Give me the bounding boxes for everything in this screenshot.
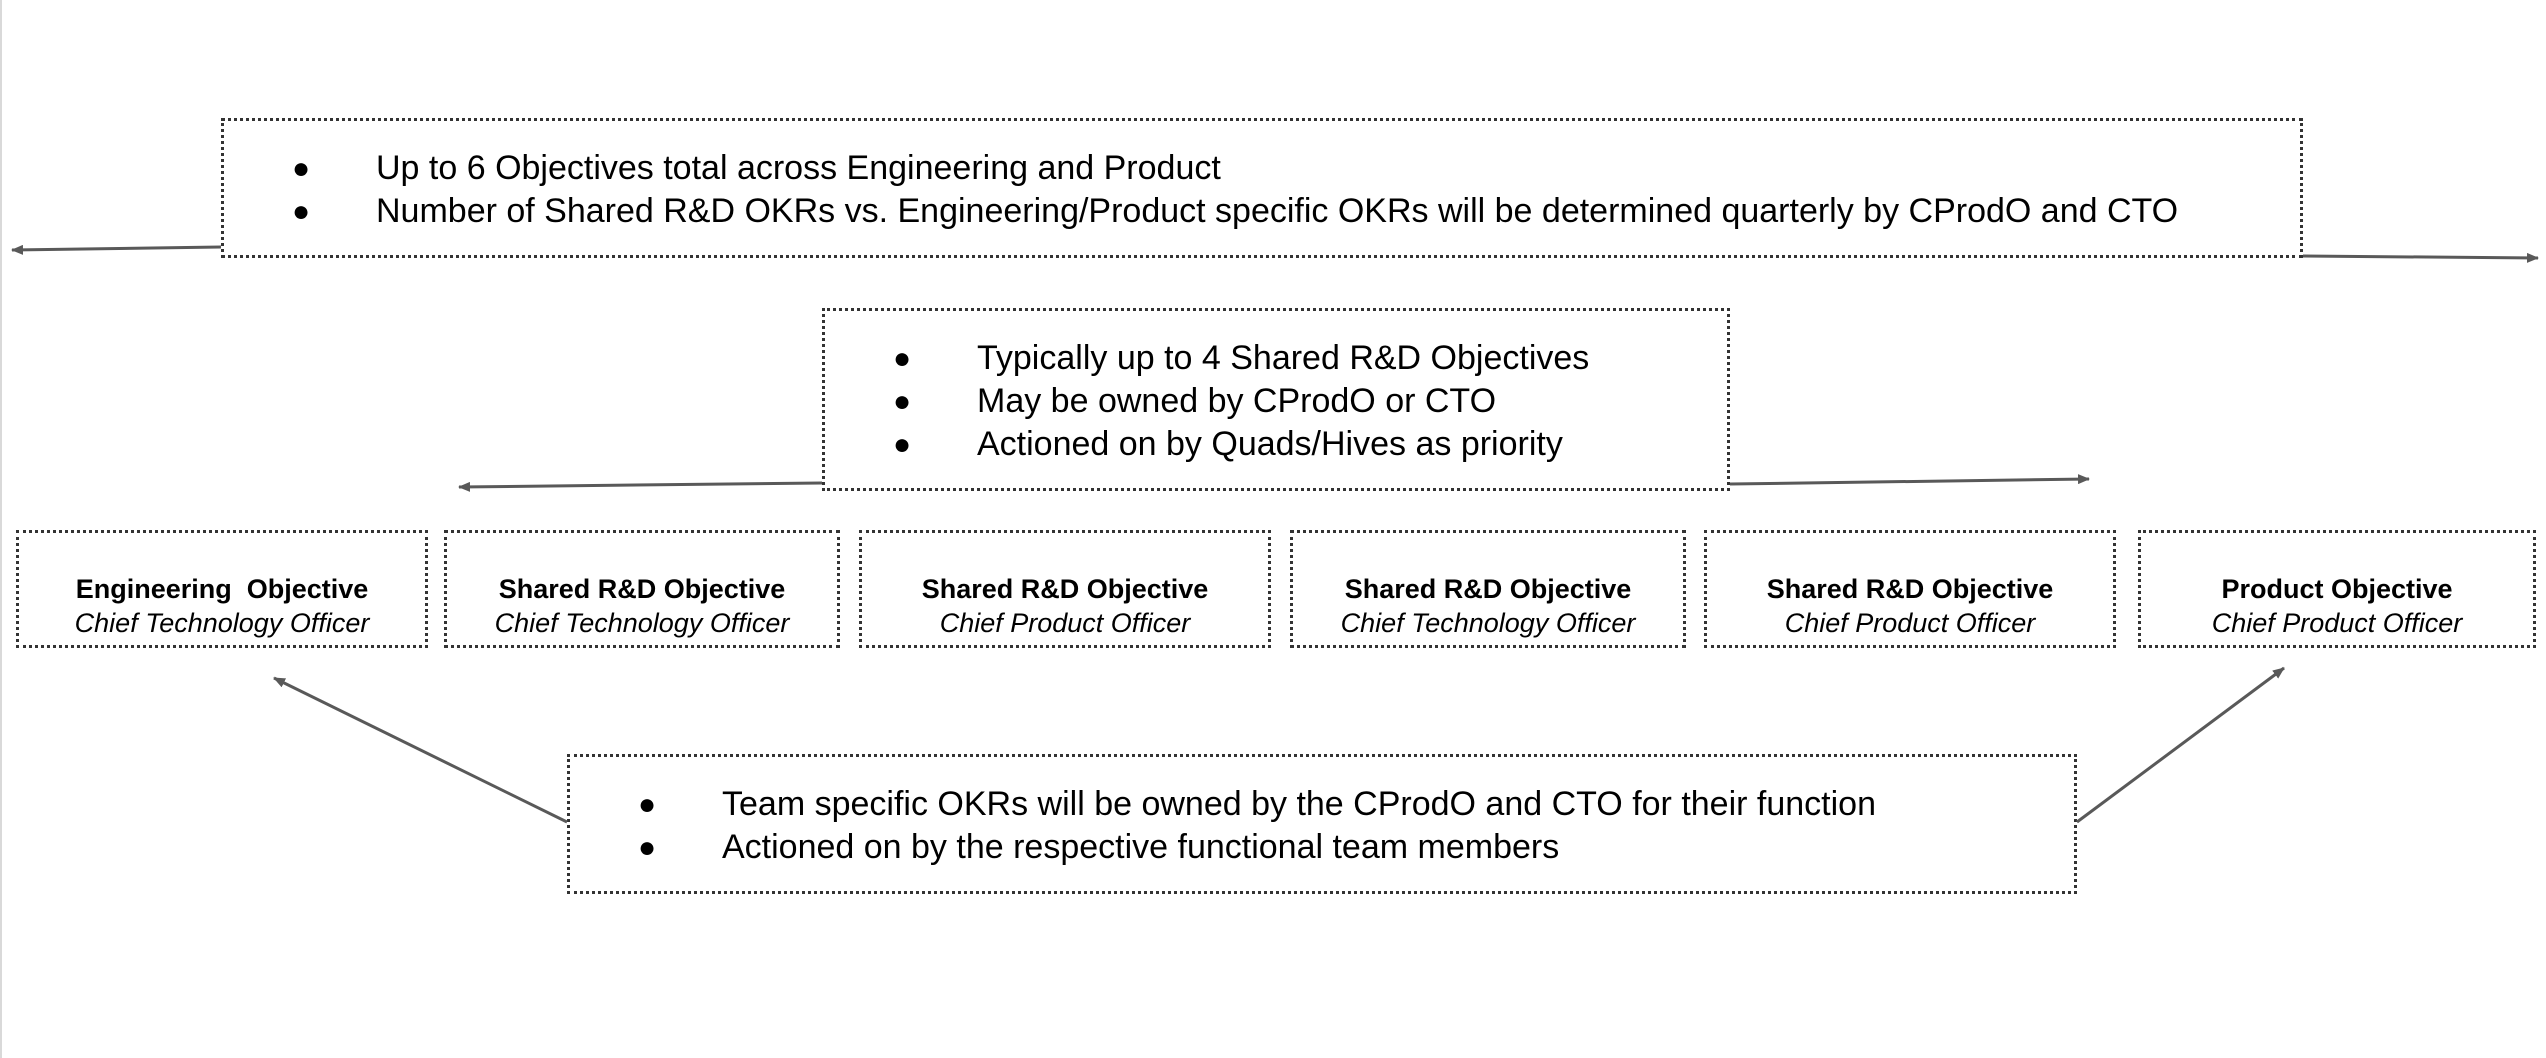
objective-owner: Chief Technology Officer	[1340, 608, 1636, 638]
arrow-middle-right	[1729, 474, 2090, 486]
top-note-bullet-text: Number of Shared R&D OKRs vs. Engineerin…	[376, 192, 2179, 230]
arrow-bottom-right	[2076, 666, 2285, 824]
objective-box-shared-4: Shared R&D Objective Chief Product Offic…	[1704, 530, 2116, 648]
middle-note-bullet-text: Typically up to 4 Shared R&D Objectives	[977, 339, 1590, 377]
objective-box-shared-1: Shared R&D Objective Chief Technology Of…	[444, 530, 840, 648]
bottom-note-bullet-text: Team specific OKRs will be owned by the …	[722, 785, 1876, 823]
objective-box-shared-3: Shared R&D Objective Chief Technology Of…	[1290, 530, 1686, 648]
bullet-icon: ●	[292, 195, 311, 228]
objective-title: Shared R&D Objective	[498, 574, 786, 604]
arrow-middle-left	[458, 481, 823, 492]
arrow-bottom-left	[273, 676, 568, 824]
middle-note-box: ● Typically up to 4 Shared R&D Objective…	[822, 308, 1730, 491]
objective-title: Shared R&D Objective	[921, 574, 1209, 604]
middle-note-bullet-text: Actioned on by Quads/Hives as priority	[977, 425, 1563, 463]
bullet-icon: ●	[638, 831, 657, 864]
objective-owner: Chief Product Officer	[1784, 608, 2036, 638]
arrow-top-left	[11, 244, 222, 255]
top-note-bullet-text: Up to 6 Objectives total across Engineer…	[376, 149, 1221, 187]
objective-owner: Chief Product Officer	[939, 608, 1191, 638]
bullet-icon: ●	[292, 152, 311, 185]
bottom-note-box: ● Team specific OKRs will be owned by th…	[567, 754, 2077, 894]
objective-title: Shared R&D Objective	[1344, 574, 1632, 604]
bullet-icon: ●	[893, 342, 912, 375]
objective-box-shared-2: Shared R&D Objective Chief Product Offic…	[859, 530, 1271, 648]
objective-title: Engineering Objective	[75, 574, 369, 604]
objective-owner: Chief Technology Officer	[74, 608, 370, 638]
middle-note-bullet-text: May be owned by CProdO or CTO	[977, 382, 1497, 420]
objective-owner: Chief Product Officer	[2211, 608, 2463, 638]
objective-box-product: Product Objective Chief Product Officer	[2138, 530, 2536, 648]
bullet-icon: ●	[638, 788, 657, 821]
objective-box-engineering: Engineering Objective Chief Technology O…	[16, 530, 428, 648]
bottom-note-bullet-text: Actioned on by the respective functional…	[722, 828, 1560, 866]
top-note-box: ● Up to 6 Objectives total across Engine…	[221, 118, 2303, 258]
objective-owner: Chief Technology Officer	[494, 608, 790, 638]
objective-title: Product Objective	[2221, 574, 2453, 604]
objective-title: Shared R&D Objective	[1766, 574, 2054, 604]
bullet-icon: ●	[893, 428, 912, 461]
arrow-top-right	[2302, 252, 2539, 263]
bullet-icon: ●	[893, 385, 912, 418]
